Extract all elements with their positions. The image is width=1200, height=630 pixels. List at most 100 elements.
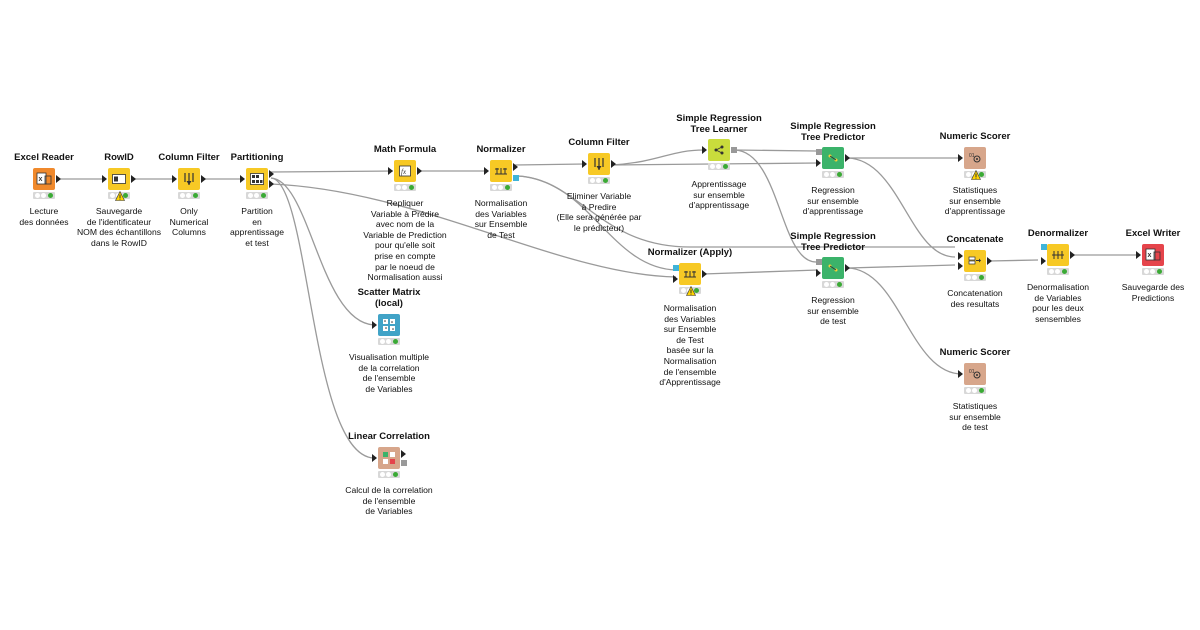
output-port-table[interactable] xyxy=(401,450,406,458)
tree-predictor-icon[interactable] xyxy=(822,257,844,279)
input-port[interactable] xyxy=(172,175,177,183)
status-indicator xyxy=(822,281,844,288)
status-indicator xyxy=(378,471,400,478)
tree-learner-icon[interactable] xyxy=(708,139,730,161)
status-indicator xyxy=(394,184,416,191)
node-annotation: Partition en apprentissage et test xyxy=(230,206,284,248)
status-indicator xyxy=(378,338,400,345)
status-indicator xyxy=(246,192,268,199)
excel-icon[interactable]: x xyxy=(33,168,55,190)
output-port[interactable] xyxy=(201,175,206,183)
node-title: Excel Writer xyxy=(1125,228,1181,239)
output-port[interactable] xyxy=(702,270,707,278)
node-annotation: Denormalisation de Variables pour les de… xyxy=(1026,282,1090,324)
output-port[interactable] xyxy=(845,264,850,272)
output-port[interactable] xyxy=(987,257,992,265)
input-port[interactable] xyxy=(372,454,377,462)
status-indicator xyxy=(588,177,610,184)
input-port-model[interactable] xyxy=(816,149,822,155)
warning-icon xyxy=(115,191,125,201)
status-indicator xyxy=(490,184,512,191)
concatenate-icon[interactable] xyxy=(964,250,986,272)
output-port-model[interactable] xyxy=(731,147,737,153)
input-port[interactable] xyxy=(958,154,963,162)
input-port-model[interactable] xyxy=(816,259,822,265)
input-port-model[interactable] xyxy=(673,265,679,271)
node-annotation: Regression sur ensemble d'apprentissage xyxy=(802,185,864,217)
node-annotation: Apprentissage sur ensemble d'apprentissa… xyxy=(688,179,750,211)
status-indicator xyxy=(964,387,986,394)
linear-correlation-icon[interactable] xyxy=(378,447,400,469)
partition-icon[interactable] xyxy=(246,168,268,190)
column-filter-icon[interactable] xyxy=(178,168,200,190)
node-annotation: Lecture des données xyxy=(19,206,69,227)
input-port[interactable] xyxy=(388,167,393,175)
input-port[interactable] xyxy=(102,175,107,183)
input-port[interactable] xyxy=(1136,251,1141,259)
node-title: Linear Correlation xyxy=(348,431,430,442)
output-port[interactable] xyxy=(56,175,61,183)
edge-predictor2-scorer2 xyxy=(847,267,963,375)
node-title: Column Filter xyxy=(158,152,220,163)
status-indicator xyxy=(822,171,844,178)
edge-partitioning-normalizerapply xyxy=(270,183,677,278)
normalizer-icon[interactable] xyxy=(490,160,512,182)
output-port-train[interactable] xyxy=(269,170,274,178)
edge-predictor1-concatenate xyxy=(847,157,956,258)
input-port[interactable] xyxy=(484,167,489,175)
input-port-2[interactable] xyxy=(958,262,963,270)
edge-learner-predictor1 xyxy=(734,149,817,152)
output-port-model[interactable] xyxy=(513,175,519,181)
node-title: Numeric Scorer xyxy=(939,131,1011,142)
excel-writer-icon[interactable]: x xyxy=(1142,244,1164,266)
edge-partitioning-linearcorr xyxy=(270,177,375,459)
node-title: RowID xyxy=(104,152,134,163)
node-title: Partitioning xyxy=(230,152,284,163)
output-port-model[interactable] xyxy=(401,460,407,466)
input-port[interactable] xyxy=(372,321,377,329)
node-title: Normalizer (Apply) xyxy=(647,247,733,258)
scorer-icon[interactable]: 01 xyxy=(964,363,986,385)
node-title: Excel Reader xyxy=(14,152,74,163)
node-annotation: Normalisation des Variables sur Ensemble… xyxy=(474,198,528,240)
output-port[interactable] xyxy=(845,154,850,162)
node-annotation: Normalisation des Variables sur Ensemble… xyxy=(659,303,721,388)
output-port[interactable] xyxy=(611,160,616,168)
input-port-data[interactable] xyxy=(816,159,821,167)
node-title: Simple Regression Tree Predictor xyxy=(790,231,876,253)
output-port[interactable] xyxy=(1070,251,1075,259)
normalizer-apply-icon[interactable] xyxy=(679,263,701,285)
output-port-data[interactable] xyxy=(513,163,518,171)
edge-partitioning-scattermatrix xyxy=(270,177,375,326)
node-title: Normalizer xyxy=(476,144,526,155)
status-indicator xyxy=(708,163,730,170)
status-indicator xyxy=(33,192,55,199)
node-annotation: Repliquer Variable à Prédire avec nom de… xyxy=(363,198,447,283)
output-port-test[interactable] xyxy=(269,180,274,188)
svg-text:fx: fx xyxy=(401,168,407,176)
input-port-1[interactable] xyxy=(958,252,963,260)
input-port[interactable] xyxy=(240,175,245,183)
warning-icon xyxy=(971,170,981,180)
tree-predictor-icon[interactable] xyxy=(822,147,844,169)
node-title: Concatenate xyxy=(946,234,1004,245)
input-port[interactable] xyxy=(958,370,963,378)
output-port[interactable] xyxy=(131,175,136,183)
math-formula-icon[interactable]: fx xyxy=(394,160,416,182)
node-annotation: Concatenation des resultats xyxy=(947,288,1003,309)
rowid-icon[interactable] xyxy=(108,168,130,190)
input-port-data[interactable] xyxy=(816,269,821,277)
input-port-data[interactable] xyxy=(1041,257,1046,265)
input-port[interactable] xyxy=(702,146,707,154)
scorer-icon[interactable]: 01 xyxy=(964,147,986,169)
input-port[interactable] xyxy=(582,160,587,168)
input-port-model[interactable] xyxy=(1041,244,1047,250)
output-port[interactable] xyxy=(417,167,422,175)
node-annotation: Only Numerical Columns xyxy=(169,206,209,238)
node-annotation: Statistiques sur ensemble d'apprentissag… xyxy=(944,185,1006,217)
scatter-matrix-icon[interactable] xyxy=(378,314,400,336)
input-port-data[interactable] xyxy=(673,275,678,283)
column-filter-icon[interactable] xyxy=(588,153,610,175)
status-indicator xyxy=(1142,268,1164,275)
denormalizer-icon[interactable] xyxy=(1047,244,1069,266)
